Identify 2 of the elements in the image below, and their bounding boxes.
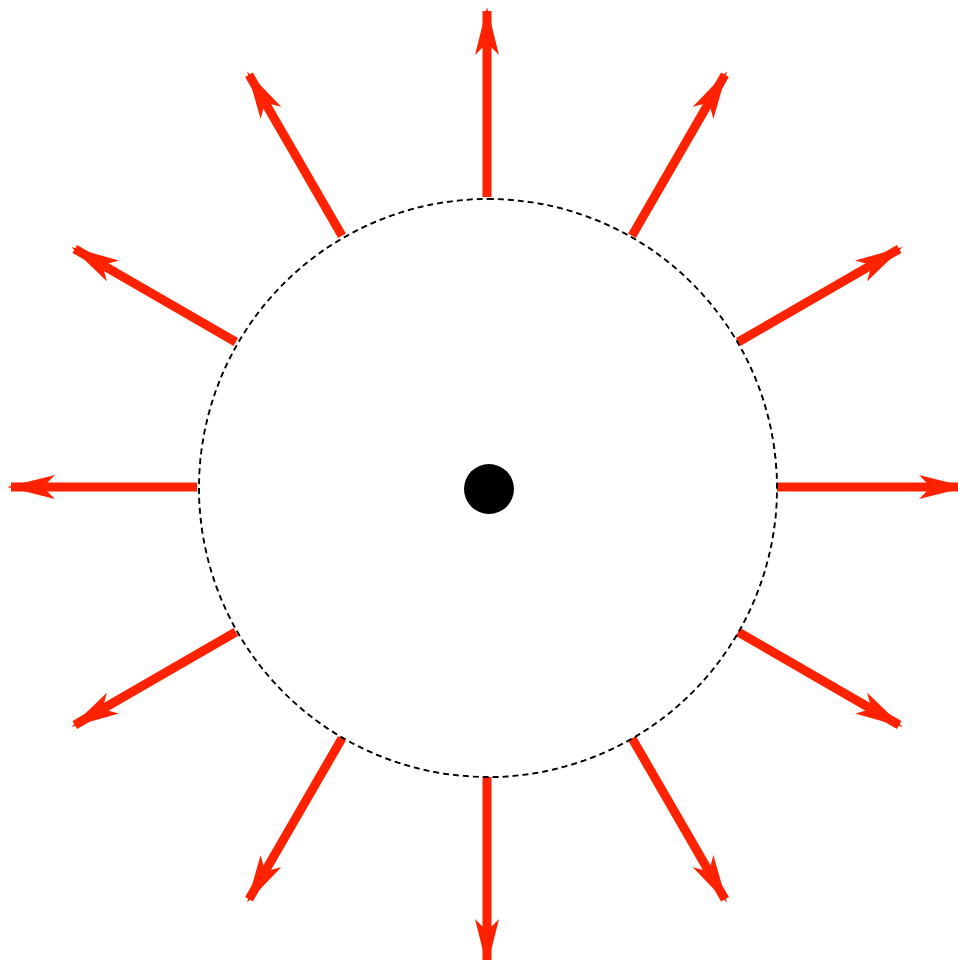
dashed-circle	[198, 198, 778, 778]
center-dot	[464, 464, 514, 514]
